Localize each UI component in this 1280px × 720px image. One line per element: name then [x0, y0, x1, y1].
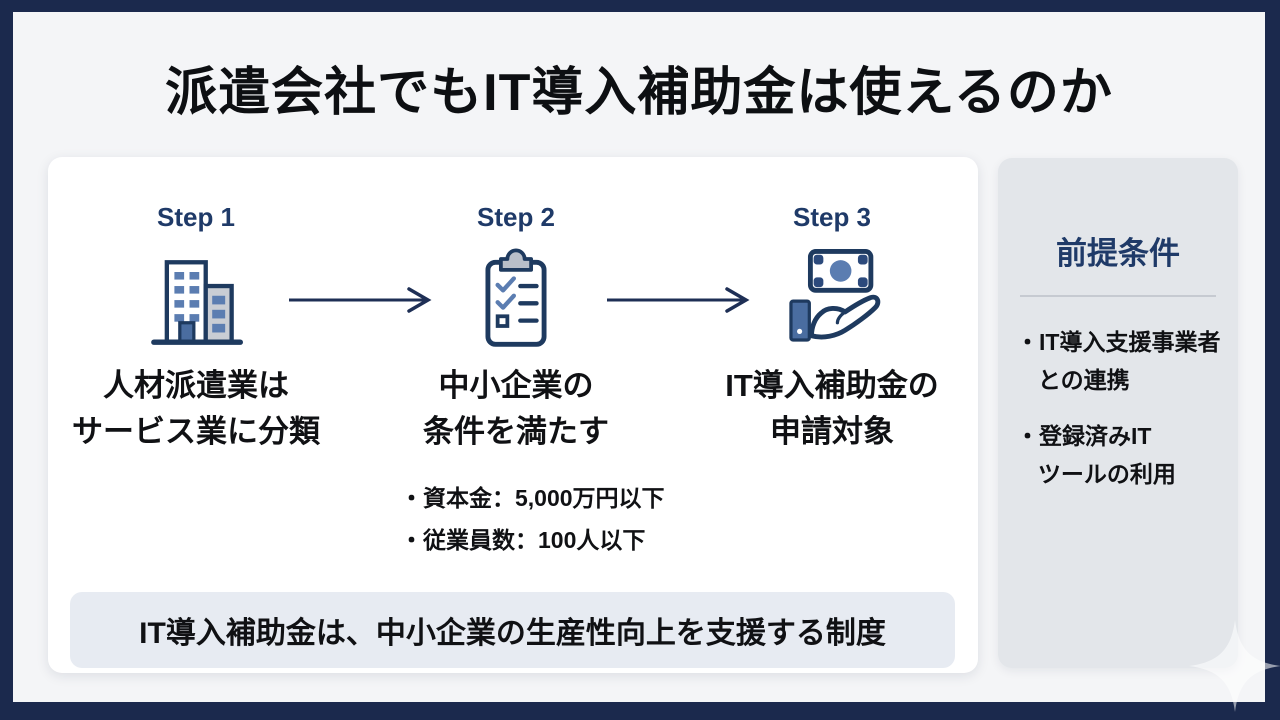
condition-employees: ・従業員数：100人以下 — [400, 527, 646, 553]
summary-banner: IT導入補助金は、中小企業の生産性向上を支援する制度 — [70, 592, 955, 668]
step-1-label: Step 1 — [156, 202, 236, 232]
prerequisite-1-line-1: ・IT導入支援事業者 — [1016, 329, 1221, 355]
step-3-text: IT導入補助金の 申請対象 — [692, 363, 972, 455]
prerequisites-list: ・IT導入支援事業者 との連携 ・登録済みIT ツールの利用 — [1016, 323, 1224, 493]
step-3-text-line-1: IT導入補助金の — [725, 368, 939, 403]
step-3-label: Step 3 — [792, 202, 872, 232]
step-1-text-line-1: 人材派遣業は — [103, 368, 289, 403]
step-2-text-line-2: 条件を満たす — [423, 414, 609, 449]
condition-capital: ・資本金：5,000万円以下 — [400, 485, 665, 511]
building-icon — [56, 243, 336, 355]
step-2-text-line-1: 中小企業の — [438, 368, 594, 403]
step-1-text-line-2: サービス業に分類 — [72, 414, 320, 449]
step-3-column: Step 3 IT導入補助金の 申請対象 — [692, 157, 972, 455]
step-1-text: 人材派遣業は サービス業に分類 — [56, 363, 336, 455]
prerequisite-2-line-2: ツールの利用 — [1037, 461, 1176, 487]
step-2-conditions: ・資本金：5,000万円以下 ・従業員数：100人以下 — [400, 477, 665, 561]
prerequisite-2-line-1: ・登録済みIT — [1016, 423, 1152, 449]
step-2-column: Step 2 中小企業の 条件を満たす — [376, 157, 656, 455]
steps-card: Step 1 人材派遣業は サービス業に分類 — [48, 157, 978, 673]
arrow-right-icon — [289, 287, 432, 313]
sparkle-watermark-icon — [1189, 620, 1280, 712]
list-item: ・IT導入支援事業者 との連携 — [1016, 323, 1224, 399]
divider — [1020, 295, 1216, 297]
step-1-column: Step 1 人材派遣業は サービス業に分類 — [56, 157, 336, 455]
clipboard-checklist-icon — [376, 243, 656, 355]
prerequisites-title: 前提条件 — [1056, 236, 1180, 271]
prerequisites-card: 前提条件 ・IT導入支援事業者 との連携 ・登録済みIT ツールの利用 — [998, 158, 1238, 668]
page-title: 派遣会社でもIT導入補助金は使えるのか — [165, 64, 1113, 122]
step-3-text-line-2: 申請対象 — [770, 414, 894, 449]
money-hand-icon — [692, 243, 972, 355]
slide-stage: 派遣会社でもIT導入補助金は使えるのか Step 1 — [13, 12, 1280, 712]
list-item: ・登録済みIT ツールの利用 — [1016, 417, 1224, 493]
arrow-right-icon — [607, 287, 750, 313]
step-2-label: Step 2 — [476, 202, 556, 232]
summary-banner-text: IT導入補助金は、中小企業の生産性向上を支援する制度 — [139, 617, 886, 650]
prerequisite-1-line-2: との連携 — [1037, 367, 1130, 393]
step-2-text: 中小企業の 条件を満たす — [376, 363, 656, 455]
